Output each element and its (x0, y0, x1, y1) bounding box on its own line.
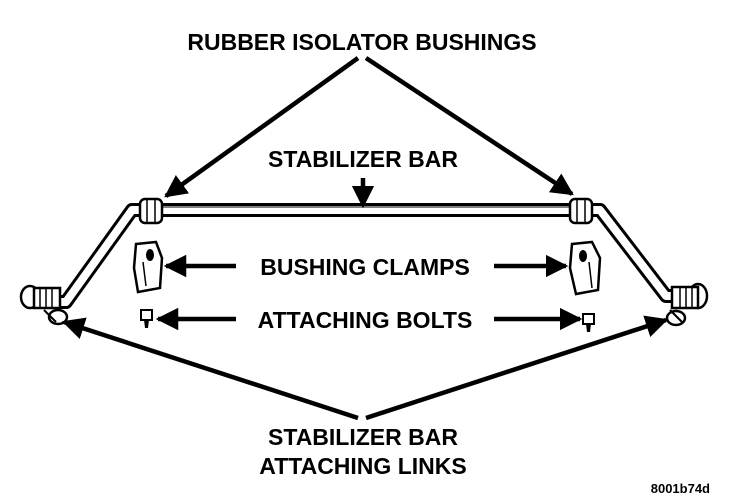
figure-id: 8001b74d (651, 481, 710, 496)
arrow-to-right-link (365, 315, 669, 421)
left-attaching-link (19, 284, 69, 326)
left-attaching-bolt (140, 309, 153, 328)
right-isolator-bushing (568, 197, 594, 225)
arrow-to-left-link (61, 317, 359, 421)
right-attaching-link (665, 282, 709, 327)
arrow-to-right-bushing (364, 56, 574, 196)
left-bushing-clamp (132, 240, 164, 294)
left-isolator-bushing (138, 197, 164, 225)
label-bushing-clamps: BUSHING CLAMPS (260, 254, 470, 280)
label-attaching-links-line1: STABILIZER BAR (268, 424, 458, 450)
label-attaching-bolts: ATTACHING BOLTS (258, 307, 473, 333)
arrow-to-left-bushing (164, 56, 360, 198)
label-rubber-isolator-bushings: RUBBER ISOLATOR BUSHINGS (187, 29, 536, 55)
right-attaching-bolt (582, 313, 595, 332)
right-bushing-clamp (568, 240, 602, 296)
label-attaching-links-line2: ATTACHING LINKS (259, 453, 466, 479)
label-stabilizer-bar: STABILIZER BAR (268, 146, 458, 172)
leader-arrows (61, 56, 669, 421)
